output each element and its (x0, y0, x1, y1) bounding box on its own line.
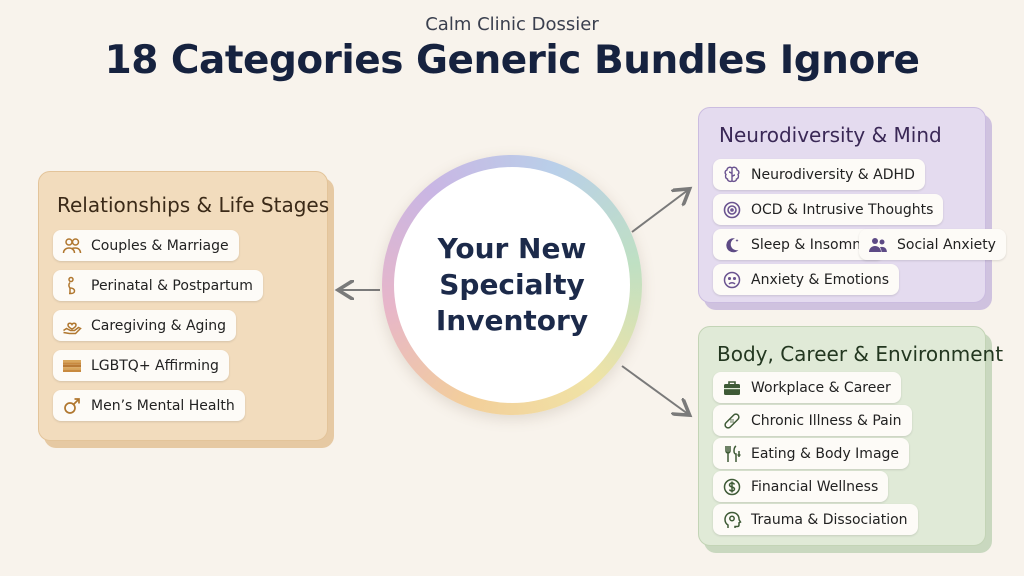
page-title: 18 Categories Generic Bundles Ignore (104, 38, 920, 83)
fork-knife-icon (721, 443, 743, 465)
briefcase-icon (721, 377, 743, 399)
item-label: Couples & Marriage (91, 237, 229, 254)
panel-relationships-life-stages: Relationships & Life Stages Couples & Ma… (38, 171, 330, 441)
item-label: Neurodiversity & ADHD (751, 166, 915, 183)
head-profile-icon (721, 509, 743, 531)
item-label: Sleep & Insomnia (751, 236, 874, 253)
list-item-workplace-career: Workplace & Career (713, 372, 901, 403)
list-item-lgbtq-affirming: LGBTQ+ Affirming (53, 350, 229, 381)
pregnant-person-icon (61, 275, 83, 297)
arrow-to-bottom-right-panel (621, 365, 688, 414)
panel-title: Relationships & Life Stages (57, 193, 330, 217)
list-item-neurodiversity-adhd: Neurodiversity & ADHD (713, 159, 925, 190)
list-item-social-anxiety: Social Anxiety (859, 229, 1006, 260)
item-label: Social Anxiety (897, 236, 996, 253)
list-item-perinatal-postpartum: Perinatal & Postpartum (53, 270, 263, 301)
list-item-eating-body-image: Eating & Body Image (713, 438, 910, 469)
item-label: Trauma & Dissociation (751, 511, 908, 528)
arrow-to-top-right-panel (631, 190, 688, 233)
list-item-mens-mental-health: Men’s Mental Health (53, 390, 245, 421)
list-item-sleep-insomnia: Sleep & Insomnia (713, 229, 884, 260)
eyebrow-label: Calm Clinic Dossier (425, 14, 599, 35)
item-label: Anxiety & Emotions (751, 271, 889, 288)
item-label: Financial Wellness (751, 478, 879, 495)
worried-face-icon (721, 269, 743, 291)
item-label: Caregiving & Aging (91, 317, 227, 334)
list-item-chronic-illness-pain: Chronic Illness & Pain (713, 405, 912, 436)
dollar-coin-icon (721, 476, 743, 498)
moon-icon (721, 234, 743, 256)
item-label: OCD & Intrusive Thoughts (751, 201, 934, 218)
brain-icon (721, 164, 743, 186)
spiral-icon (721, 199, 743, 221)
item-label: Men’s Mental Health (91, 397, 235, 414)
list-item-couples-marriage: Couples & Marriage (53, 230, 239, 261)
item-label: LGBTQ+ Affirming (91, 357, 219, 374)
list-item-anxiety-emotions: Anxiety & Emotions (713, 264, 899, 295)
caring-hand-icon (61, 315, 83, 337)
couple-icon (61, 235, 83, 257)
rainbow-flag-icon (61, 355, 83, 377)
panel-neurodiversity-mind: Neurodiversity & Mind Neurodiversity & A… (698, 107, 1006, 303)
center-circle: Your New Specialty Inventory (394, 167, 630, 403)
item-label: Eating & Body Image (751, 445, 900, 462)
panel-body-career-environment: Body, Career & Environment Workplace & C… (698, 326, 1003, 546)
item-label: Perinatal & Postpartum (91, 277, 253, 294)
list-item-financial-wellness: Financial Wellness (713, 471, 889, 502)
list-item-ocd-intrusive-thoughts: OCD & Intrusive Thoughts (713, 194, 944, 225)
panel-title: Body, Career & Environment (717, 342, 1004, 366)
list-item-caregiving-aging: Caregiving & Aging (53, 310, 237, 341)
list-item-trauma-dissociation: Trauma & Dissociation (713, 504, 918, 535)
people-icon (867, 234, 889, 256)
item-label: Workplace & Career (751, 379, 891, 396)
male-symbol-icon (61, 395, 83, 417)
bandage-icon (721, 410, 743, 432)
panel-title: Neurodiversity & Mind (719, 123, 942, 147)
item-label: Chronic Illness & Pain (751, 412, 902, 429)
center-label: Your New Specialty Inventory (435, 232, 589, 337)
